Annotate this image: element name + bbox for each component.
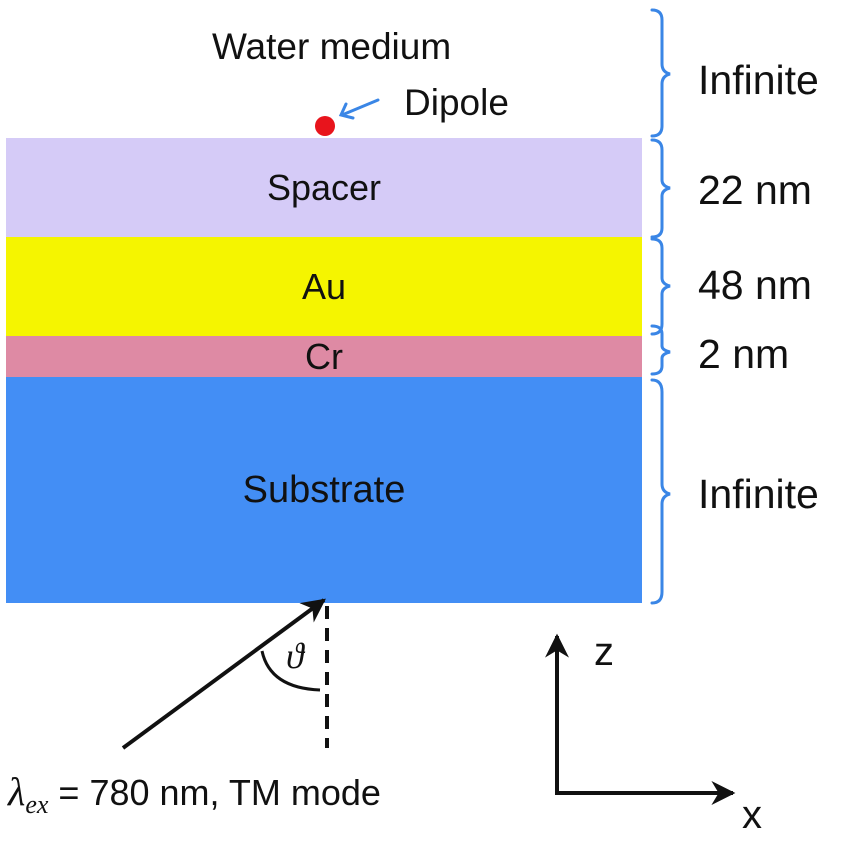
au-label: Au xyxy=(301,265,347,307)
cr-layer: Cr xyxy=(6,336,642,377)
dipole-label: Dipole xyxy=(404,82,509,123)
water-medium-label: Water medium xyxy=(212,26,452,67)
excitation-caption: λex = 780 nm, TM mode xyxy=(8,772,381,818)
au-bracket xyxy=(650,237,671,336)
water-thickness-label: Infinite xyxy=(698,57,819,103)
spacer-label: Spacer xyxy=(266,166,382,208)
incident-beam-arrow xyxy=(121,598,326,750)
substrate-bracket xyxy=(650,378,671,605)
substrate-thickness-label: Infinite xyxy=(698,471,819,517)
angle-arc xyxy=(260,650,321,692)
substrate-label: Substrate xyxy=(242,469,406,511)
spacer-bracket xyxy=(650,138,671,239)
lambda-symbol: λ xyxy=(8,769,26,814)
x-axis-label: x xyxy=(742,793,762,837)
water-bracket xyxy=(650,8,671,138)
cr-thickness-label: 2 nm xyxy=(698,331,790,377)
lambda-subscript: ex xyxy=(25,790,49,820)
spacer-thickness-label: 22 nm xyxy=(698,167,812,213)
spacer-layer: Spacer xyxy=(6,138,642,237)
dipole-dot xyxy=(315,116,335,136)
dipole-arrow-icon xyxy=(338,98,380,120)
z-axis-label: z xyxy=(594,630,614,674)
au-layer: Au xyxy=(6,237,642,336)
cr-bracket xyxy=(650,324,671,376)
cr-label: Cr xyxy=(305,335,343,377)
au-thickness-label: 48 nm xyxy=(698,262,812,308)
substrate-layer: Substrate xyxy=(6,377,642,603)
excitation-text: = 780 nm, TM mode xyxy=(48,772,381,813)
angle-symbol: ϑ xyxy=(286,636,304,676)
